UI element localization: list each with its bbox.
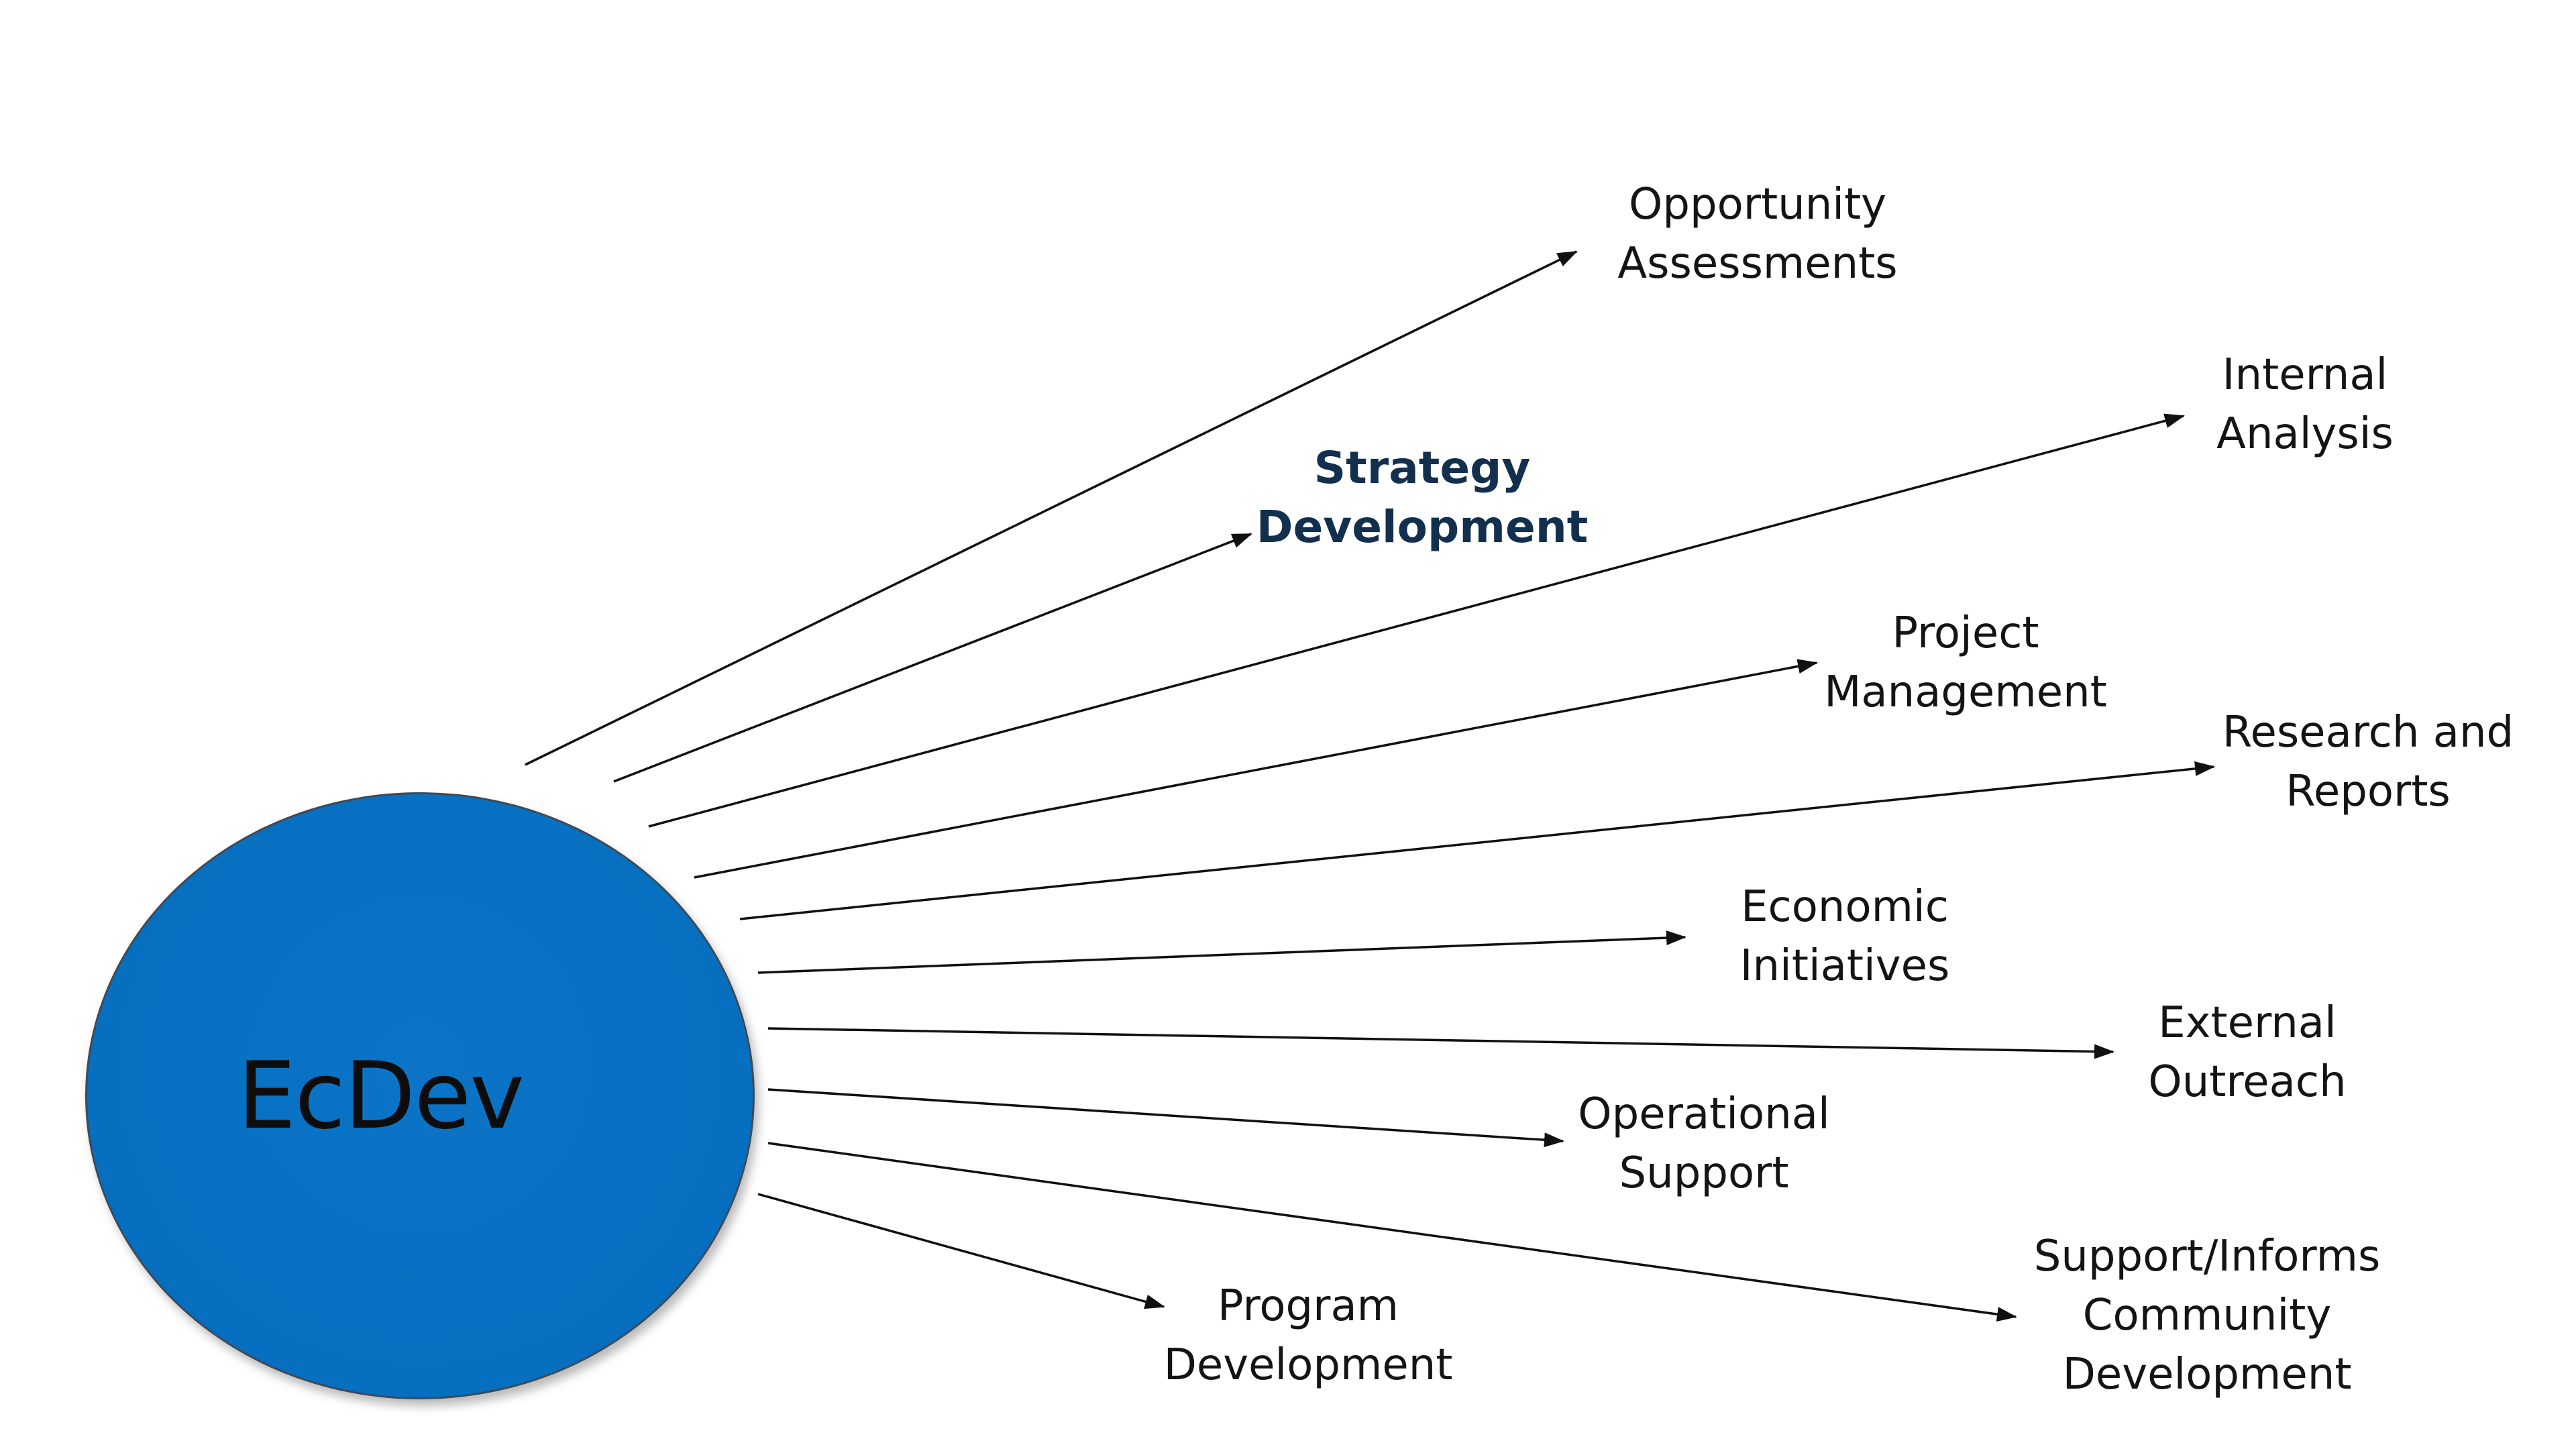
arrow-to-program-development [757, 1193, 1165, 1309]
node-line: Strategy [1313, 442, 1531, 494]
node-research-and-reports: Research and Reports [2207, 703, 2529, 821]
node-line: Program [1217, 1281, 1399, 1331]
node-line: Development [2062, 1350, 2352, 1399]
node-line: Support [1619, 1148, 1789, 1198]
node-line: Internal [2222, 350, 2388, 400]
node-line: Outreach [2148, 1057, 2347, 1107]
node-line: Development [1256, 501, 1589, 553]
node-line: Operational [1578, 1089, 1830, 1139]
arrow-to-internal-analysis [648, 413, 2185, 828]
node-line: Support/Informs [2033, 1232, 2381, 1281]
arrow-to-support-informs-community-development [767, 1142, 2017, 1322]
node-strategy-development: Strategy Development [1254, 439, 1590, 557]
node-line: Initiatives [1739, 941, 1950, 991]
node-line: Analysis [2216, 409, 2394, 459]
arrow-to-opportunity-assessments [525, 250, 1578, 766]
node-opportunity-assessments: Opportunity Assessments [1617, 175, 1898, 293]
hub-circle [85, 792, 755, 1399]
arrow-to-operational-support [767, 1088, 1564, 1148]
arrow-to-strategy-development [613, 533, 1252, 783]
arrow-to-research-and-reports [739, 761, 2215, 920]
node-program-development: Program Development [1154, 1277, 1462, 1395]
node-operational-support: Operational Support [1563, 1085, 1845, 1203]
node-line: External [2158, 998, 2337, 1048]
node-line: Economic [1741, 882, 1949, 932]
node-external-outreach: External Outreach [2120, 994, 2375, 1112]
node-economic-initiatives: Economic Initiatives [1711, 877, 1979, 996]
node-line: Assessments [1617, 239, 1898, 288]
node-line: Development [1163, 1340, 1453, 1390]
node-support-informs-community-development: Support/Informs Community Development [2033, 1227, 2381, 1404]
arrow-to-project-management [694, 659, 1818, 879]
node-line: Opportunity [1628, 180, 1887, 229]
node-project-management: Project Management [1818, 604, 2113, 722]
node-line: Reports [2286, 767, 2451, 816]
node-internal-analysis: Internal Analysis [2211, 345, 2399, 464]
node-line: Research and [2222, 708, 2514, 757]
arrow-to-external-outreach [767, 1027, 2114, 1059]
node-line: Project [1892, 608, 2039, 658]
node-line: Community [2082, 1291, 2332, 1340]
hub-label: EcDev [237, 1042, 525, 1150]
node-line: Management [1824, 667, 2107, 717]
arrow-to-economic-initiatives [757, 930, 1686, 974]
